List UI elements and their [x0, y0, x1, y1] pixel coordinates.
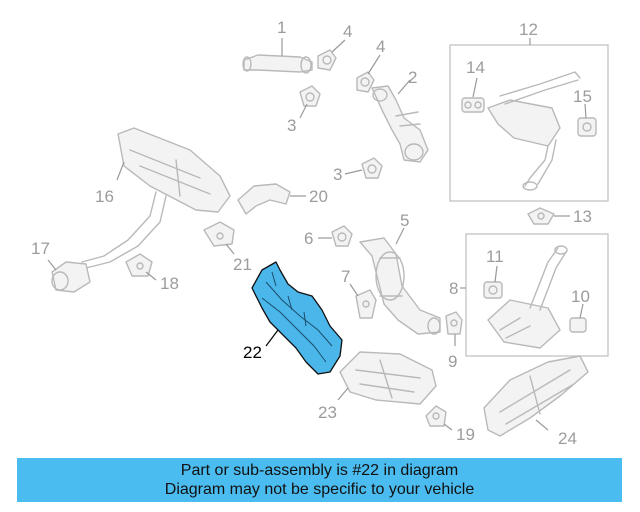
callout-23[interactable]: 23	[318, 403, 337, 422]
caption-banner: Part or sub-assembly is #22 in diagram D…	[17, 458, 622, 502]
part-3-gasket-a[interactable]	[299, 85, 321, 107]
callout-7[interactable]: 7	[341, 267, 350, 286]
callout-1[interactable]: 1	[277, 18, 286, 37]
callout-4b[interactable]: 4	[376, 37, 385, 56]
callout-9[interactable]: 9	[448, 352, 457, 371]
part-17-tail-pipe[interactable]	[51, 261, 91, 293]
part-19-bracket[interactable]	[425, 405, 447, 427]
callout-5[interactable]: 5	[400, 211, 409, 230]
callout-18[interactable]: 18	[160, 274, 179, 293]
part-8-muffler[interactable]	[487, 245, 568, 349]
callout-4a[interactable]: 4	[343, 22, 352, 41]
part-12-rear-muffler[interactable]	[487, 71, 581, 191]
callout-11[interactable]: 11	[486, 247, 504, 266]
part-15-bracket[interactable]	[577, 117, 597, 137]
part-4-gasket-a[interactable]	[317, 49, 337, 71]
callout-2[interactable]: 2	[408, 68, 417, 87]
part-22-heat-shield[interactable]	[251, 261, 343, 375]
callout-19[interactable]: 19	[456, 425, 475, 444]
callout-17[interactable]: 17	[31, 239, 50, 258]
part-24-heat-shield[interactable]	[483, 355, 589, 437]
callout-10[interactable]: 10	[571, 287, 590, 306]
callout-16[interactable]: 16	[95, 187, 114, 206]
caption-line-2: Diagram may not be specific to your vehi…	[164, 481, 475, 498]
callout-15[interactable]: 15	[573, 87, 592, 106]
callout-13[interactable]: 13	[573, 207, 592, 226]
callout-3a[interactable]: 3	[287, 116, 296, 135]
assembly-box-12	[449, 44, 609, 202]
part-1-pipe[interactable]	[242, 54, 313, 74]
callout-21[interactable]: 21	[233, 255, 252, 274]
part-9-gasket[interactable]	[445, 311, 463, 335]
part-18-hanger[interactable]	[125, 253, 153, 277]
callout-14[interactable]: 14	[466, 58, 485, 77]
part-4-gasket-b[interactable]	[356, 71, 375, 93]
caption-line-1: Part or sub-assembly is #22 in diagram	[180, 462, 459, 479]
part-5-catalytic-converter[interactable]	[359, 237, 441, 335]
callout-12[interactable]: 12	[519, 20, 538, 39]
part-20-pipe[interactable]	[237, 183, 291, 215]
callout-24[interactable]: 24	[558, 429, 577, 448]
part-21-bracket[interactable]	[203, 221, 235, 247]
callout-22[interactable]: 22	[243, 343, 262, 362]
part-11-hanger[interactable]	[483, 281, 503, 299]
callout-6[interactable]: 6	[304, 229, 313, 248]
part-13-gasket[interactable]	[527, 207, 555, 225]
exhaust-parts-diagram: 1 4 4 3 3 2 12	[31, 18, 609, 448]
part-10-bracket[interactable]	[569, 317, 587, 333]
callout-8[interactable]: 8	[449, 279, 458, 298]
part-7-bracket[interactable]	[355, 289, 377, 319]
assembly-box-8	[465, 233, 609, 357]
part-16-center-muffler[interactable]	[81, 127, 231, 269]
part-6-gasket[interactable]	[331, 225, 353, 247]
part-2-front-pipe[interactable]	[371, 85, 429, 163]
callout-20[interactable]: 20	[309, 187, 328, 206]
part-23-heat-shield[interactable]	[339, 351, 437, 405]
part-14-hanger[interactable]	[461, 97, 485, 113]
part-3-gasket-b[interactable]	[361, 157, 383, 179]
callout-3b[interactable]: 3	[333, 165, 342, 184]
